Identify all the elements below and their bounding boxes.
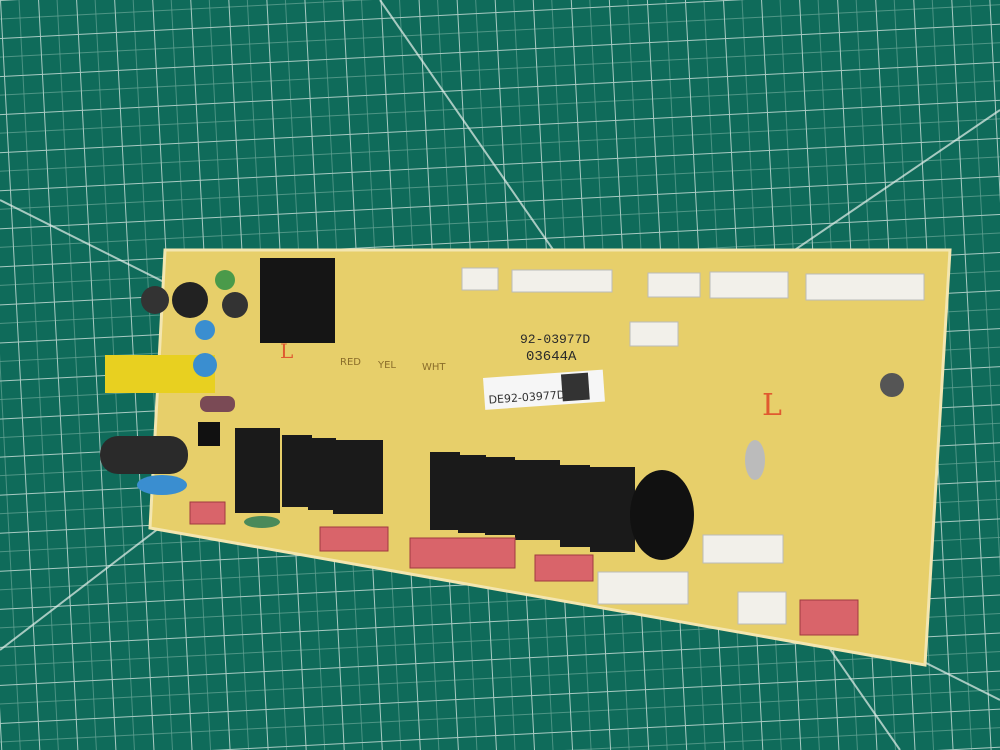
connector — [597, 571, 689, 605]
ic-chip — [198, 422, 220, 446]
capacitor — [172, 282, 208, 318]
red-connector — [534, 554, 594, 582]
connector — [709, 271, 789, 299]
wire-label: RED — [340, 357, 361, 368]
blue-capacitor — [137, 475, 187, 495]
capacitor — [880, 373, 904, 397]
relay — [308, 438, 336, 510]
capacitor — [222, 292, 248, 318]
connector — [461, 267, 499, 291]
relay — [485, 457, 515, 535]
connector — [805, 273, 925, 301]
board-marking-left: L — [280, 339, 293, 363]
relay — [515, 460, 560, 540]
relay — [590, 467, 635, 552]
board-marking: L — [762, 388, 782, 423]
relay-group — [235, 428, 635, 552]
relay — [235, 428, 280, 513]
red-connector — [409, 537, 516, 569]
capacitor — [141, 286, 169, 314]
large-capacitor — [100, 436, 188, 474]
connector — [702, 534, 784, 564]
wire-label: WHT — [422, 362, 446, 373]
crystal-oscillator — [745, 440, 765, 480]
buzzer — [630, 470, 694, 560]
blue-capacitor — [195, 320, 215, 340]
label-part-number: DE92-03977D — [488, 388, 566, 406]
green-component — [215, 270, 235, 290]
connector — [629, 321, 679, 347]
connector — [737, 591, 787, 625]
part-number: 92-03977D — [520, 332, 590, 347]
wire-label: YEL — [377, 360, 396, 371]
qr-code — [560, 372, 590, 402]
resistor — [244, 516, 280, 528]
relay — [458, 455, 486, 533]
relay — [430, 452, 460, 530]
connector — [647, 272, 701, 298]
ribbon-connector — [511, 269, 613, 293]
transformer — [260, 258, 335, 343]
relay — [282, 435, 312, 507]
capacitor — [200, 396, 235, 412]
red-connector — [799, 599, 859, 636]
red-connector — [319, 526, 389, 552]
relay — [560, 465, 590, 547]
blue-capacitor — [193, 353, 217, 377]
lot-code: 03644A — [526, 349, 577, 365]
red-connector — [189, 501, 226, 525]
relay — [333, 440, 383, 514]
